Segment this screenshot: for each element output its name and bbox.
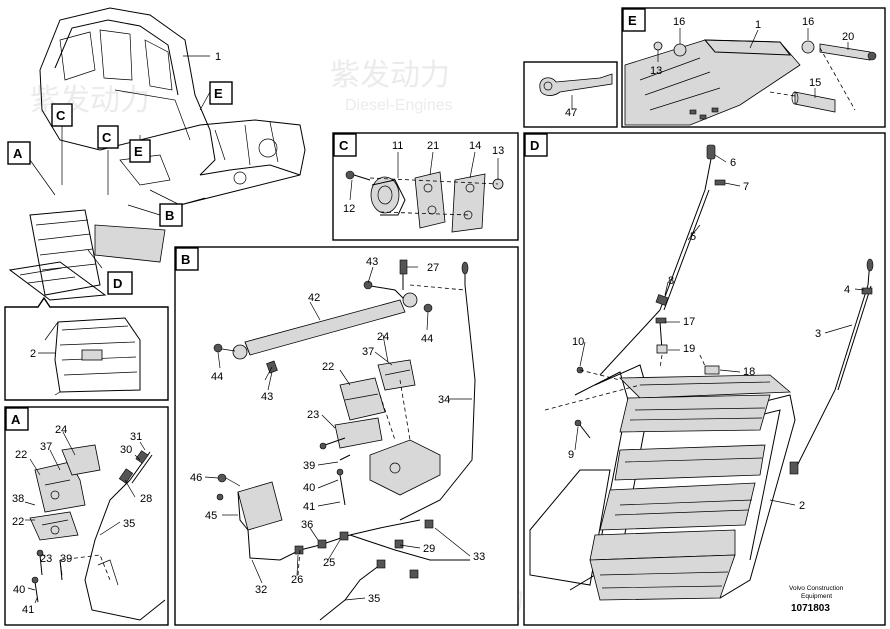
panel-a-label: A (11, 412, 21, 427)
part-number-label: 4 (844, 284, 850, 296)
part-number-label: 39 (60, 553, 72, 565)
overview-ref-d-label: D (113, 276, 122, 291)
overview-ref-c-label: C (102, 130, 112, 145)
panel-d: D (523, 132, 886, 626)
overview-ref-d[interactable]: D (107, 271, 133, 295)
part-number-label: 47 (565, 107, 577, 119)
part-number-label: 14 (469, 140, 481, 152)
panel-b: B (174, 246, 519, 626)
overview-ref-c[interactable]: C (51, 103, 73, 127)
part-number-label: 16 (802, 16, 814, 28)
part-number-label: 42 (308, 292, 320, 304)
overview-ref-e-label: E (134, 144, 143, 159)
part-number-label: 22 (12, 516, 24, 528)
part-number-label: 41 (22, 604, 34, 616)
part-number-label: 33 (473, 551, 485, 563)
part-number-label: 45 (205, 510, 217, 522)
part-number-label: 6 (730, 157, 736, 169)
drawing-reference-number: 1071803 (791, 603, 830, 614)
panel-a: A (4, 406, 169, 626)
part-number-label: 10 (572, 336, 584, 348)
part-number-label: 25 (323, 557, 335, 569)
part-number-label: 38 (12, 493, 24, 505)
panel-tool (523, 61, 618, 128)
part-number-label: 24 (55, 424, 67, 436)
part-number-label: 12 (343, 203, 355, 215)
overview-ref-c-label: C (56, 108, 66, 123)
part-number-label: 22 (15, 449, 27, 461)
part-number-label: 35 (123, 518, 135, 530)
part-number-label: 37 (362, 346, 374, 358)
overview-ref-b[interactable]: B (159, 203, 183, 227)
part-number-label: 43 (261, 391, 273, 403)
part-number-label: 2 (30, 348, 36, 360)
part-number-label: 35 (368, 593, 380, 605)
panel-c-label: C (339, 138, 349, 153)
part-number-label: 41 (303, 501, 315, 513)
overview-ref-b-label: B (165, 208, 174, 223)
part-number-label: 7 (743, 181, 749, 193)
part-number-label: 5 (690, 231, 696, 243)
part-number-label: 2 (799, 500, 805, 512)
part-number-label: 26 (291, 574, 303, 586)
part-number-label: 17 (683, 316, 695, 328)
part-number-label: 15 (809, 77, 821, 89)
part-number-label: 21 (427, 140, 439, 152)
panel-b-label: B (181, 252, 190, 267)
watermark-brand: 紫发动力 (30, 84, 150, 117)
grille-detail-box (4, 296, 169, 401)
part-number-label: 46 (190, 472, 202, 484)
part-number-label: 18 (743, 366, 755, 378)
overview-ref-c[interactable]: C (97, 125, 119, 149)
part-number-label: 1 (755, 19, 761, 31)
part-number-label: 36 (301, 519, 313, 531)
watermark-sub: Diesel-Engines (345, 97, 453, 114)
part-number-label: 29 (423, 543, 435, 555)
part-number-label: 24 (377, 331, 389, 343)
panel-c: C (332, 132, 519, 241)
watermark-brand: 紫发动力 (330, 59, 450, 92)
part-number-label: 39 (303, 460, 315, 472)
overview-ref-a[interactable]: A (7, 141, 31, 165)
overview-ref-e[interactable]: E (209, 81, 233, 105)
overview-ref-a-label: A (13, 146, 23, 161)
part-number-label: 44 (421, 333, 433, 345)
part-number-label: 3 (815, 328, 821, 340)
panel-d-label: D (530, 138, 539, 153)
part-number-label: 31 (130, 431, 142, 443)
part-number-label: 13 (650, 65, 662, 77)
part-number-label: 30 (120, 444, 132, 456)
part-number-label: 40 (303, 482, 315, 494)
part-number-label: 44 (211, 371, 223, 383)
part-number-label: 43 (366, 256, 378, 268)
caption-company: Volvo Construction (789, 585, 844, 592)
part-number-label: 11 (392, 140, 403, 152)
part-number-label: 32 (255, 584, 267, 596)
panel-e-label: E (628, 13, 637, 28)
part-number-label: 19 (683, 343, 695, 355)
part-number-label: 16 (673, 16, 685, 28)
part-number-label: 9 (568, 449, 574, 461)
overview-ref-e-label: E (214, 86, 223, 101)
part-number-label: 40 (13, 584, 25, 596)
part-number-label: 22 (322, 361, 334, 373)
part-number-label: 23 (40, 553, 52, 565)
part-number-label: 27 (427, 262, 439, 274)
part-number-label: 8 (668, 275, 674, 287)
panel-e: E (621, 7, 886, 128)
overview-ref-e[interactable]: E (129, 139, 151, 163)
part-number-label: 34 (438, 394, 450, 406)
part-number-label: 13 (492, 145, 504, 157)
part-number-label: 23 (307, 409, 319, 421)
part-number-label: 1 (215, 51, 221, 63)
part-number-label: 28 (140, 493, 152, 505)
part-number-label: 37 (40, 441, 52, 453)
caption-company-sub: Equipment (801, 593, 832, 600)
overview-machine (8, 7, 306, 301)
part-number-label: 20 (842, 31, 854, 43)
